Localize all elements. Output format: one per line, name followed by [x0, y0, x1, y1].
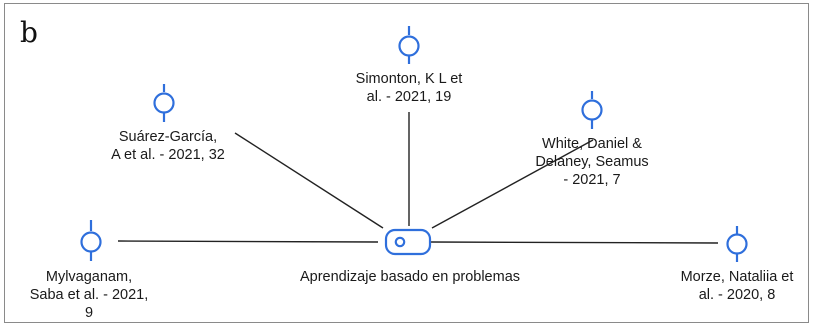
figure-frame — [4, 3, 809, 323]
node-icon-suarez — [153, 84, 175, 122]
node-icon-mylvaganam — [80, 220, 102, 261]
node-icon-morze — [726, 226, 748, 262]
hub-document-icon — [384, 228, 432, 256]
edge-mylvaganam — [117, 240, 379, 243]
panel-label: b — [20, 16, 38, 49]
node-label-simonton: Simonton, K L et al. - 2021, 19 — [355, 71, 463, 105]
node-icon-white — [581, 91, 603, 129]
edge-morze — [429, 241, 719, 244]
node-icon-simonton — [398, 26, 420, 64]
hub-label: Aprendizaje basado en problemas — [299, 269, 521, 285]
node-label-white: White, Daniel & Delaney, Seamus - 2021, … — [535, 136, 649, 188]
node-label-mylvaganam: Mylvaganam, Saba et al. - 2021, 9 — [29, 269, 149, 321]
edge-suarez — [234, 132, 384, 229]
node-label-morze: Morze, Nataliia et al. - 2020, 8 — [680, 269, 794, 303]
edge-white — [431, 139, 594, 229]
node-label-suarez: Suárez-García, A et al. - 2021, 32 — [111, 129, 225, 163]
